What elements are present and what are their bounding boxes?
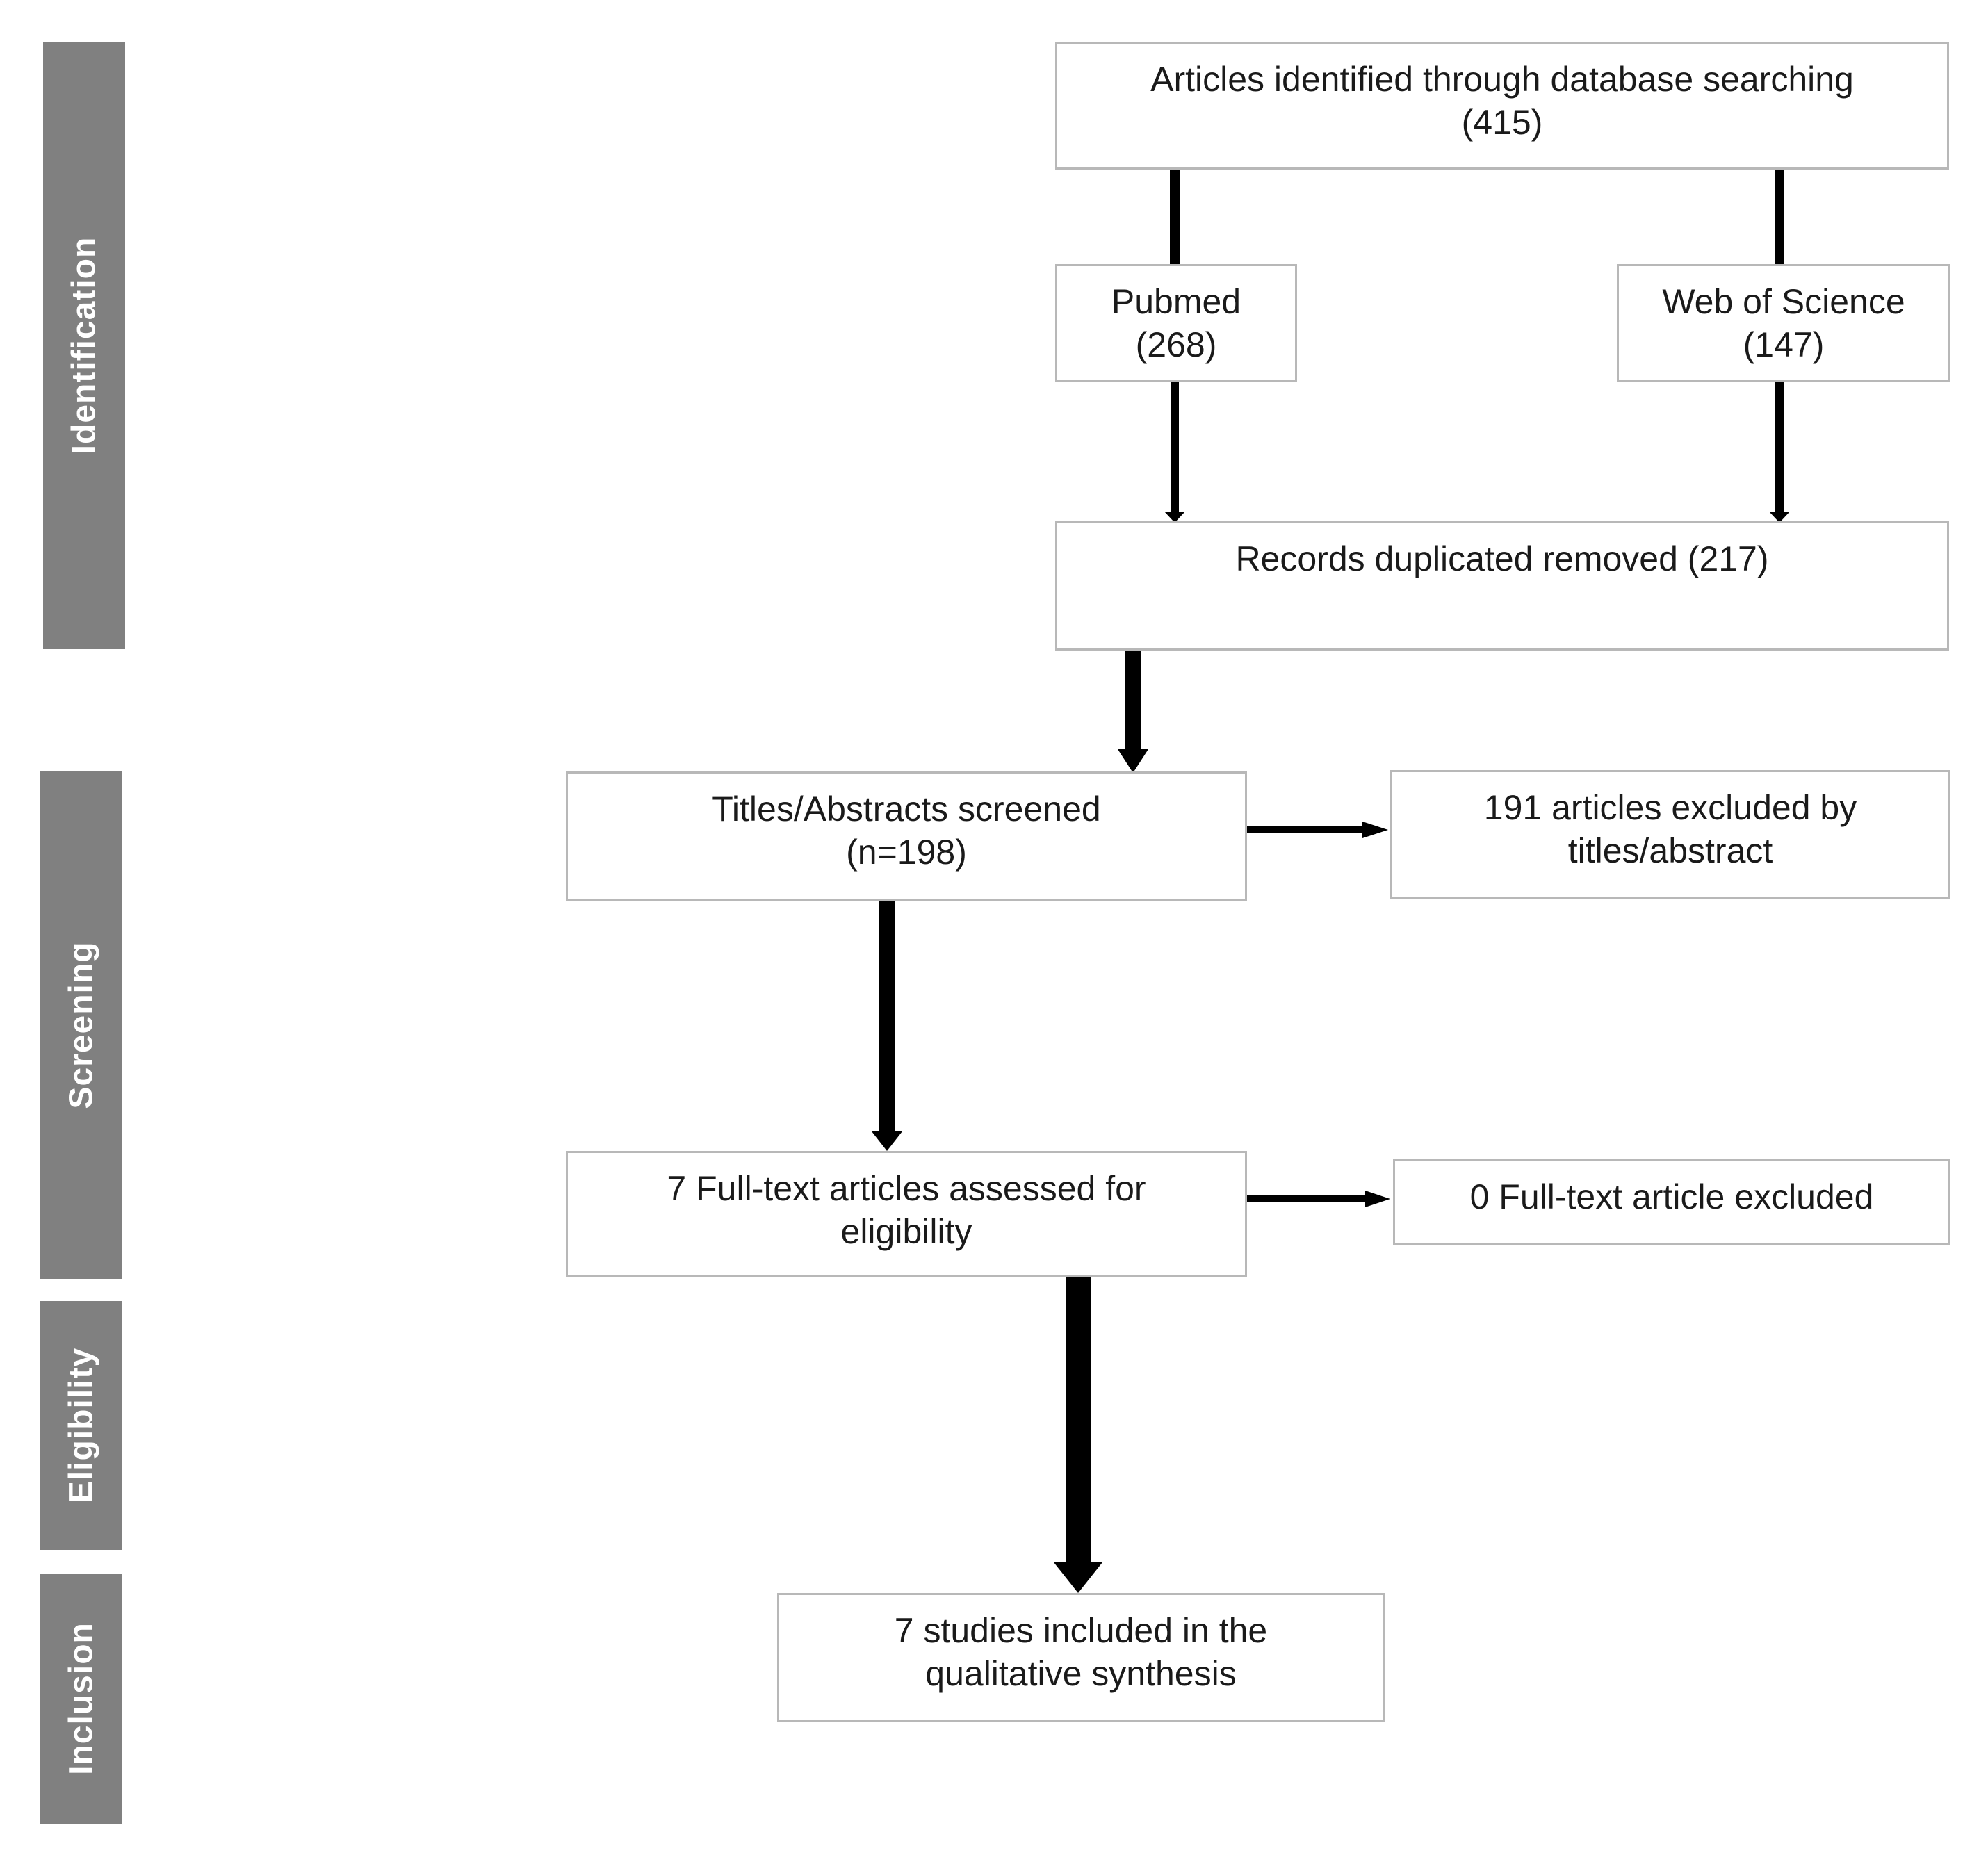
articles-identified-count: (415)	[1461, 103, 1543, 142]
included-line1: 7 studies included in the	[894, 1611, 1268, 1650]
screened-text: Titles/Abstracts screened	[712, 790, 1101, 828]
screened-count: (n=198)	[846, 833, 967, 872]
fulltext-assessed-line2: eligibility	[840, 1212, 972, 1251]
arrow-fulltext-excluded-head	[1365, 1191, 1390, 1207]
arrow-fulltext-included-shaft	[1066, 1275, 1091, 1565]
excluded-titles-line1: 191 articles excluded by	[1483, 788, 1857, 827]
box-studies-included: 7 studies included in the qualitative sy…	[777, 1593, 1385, 1722]
stage-eligibility-label: Eligibility	[63, 1347, 100, 1504]
fulltext-excluded-text: 0 Full-text article excluded	[1469, 1177, 1874, 1216]
web-of-science-label: Web of Science	[1662, 282, 1905, 321]
arrow-screened-excluded-shaft	[1246, 826, 1364, 833]
stage-inclusion: Inclusion	[40, 1574, 122, 1824]
pubmed-label: Pubmed	[1111, 282, 1241, 321]
stage-screening-label: Screening	[63, 941, 100, 1109]
box-titles-abstracts-screened: Titles/Abstracts screened (n=198)	[566, 771, 1247, 901]
arrow-fulltext-excluded-shaft	[1246, 1195, 1367, 1202]
fulltext-assessed-line1: 7 Full-text articles assessed for	[667, 1169, 1146, 1208]
stage-identification-label: Identification	[65, 236, 103, 455]
pubmed-count: (268)	[1135, 325, 1217, 364]
arrow-pubmed-duplicates-shaft	[1171, 380, 1179, 514]
box-pubmed: Pubmed (268)	[1055, 264, 1297, 382]
arrow-fulltext-included-head	[1054, 1562, 1102, 1593]
arrow-screened-excluded-head	[1362, 822, 1388, 838]
arrow-wos-duplicates-shaft	[1775, 380, 1784, 514]
arrow-duplicates-screened-shaft	[1125, 648, 1141, 752]
arrow-screened-fulltext-head	[872, 1131, 902, 1151]
stage-inclusion-label: Inclusion	[63, 1622, 100, 1775]
connector-articles-pubmed	[1170, 168, 1180, 265]
web-of-science-count: (147)	[1743, 325, 1825, 364]
box-fulltext-excluded: 0 Full-text article excluded	[1393, 1159, 1950, 1245]
box-web-of-science: Web of Science (147)	[1617, 264, 1950, 382]
stage-eligibility: Eligibility	[40, 1301, 122, 1550]
connector-articles-wos	[1775, 168, 1784, 265]
excluded-titles-line2: titles/abstract	[1567, 831, 1773, 870]
box-articles-identified: Articles identified through database sea…	[1055, 42, 1949, 170]
stage-screening: Screening	[40, 771, 122, 1279]
box-duplicates-removed: Records duplicated removed (217)	[1055, 521, 1949, 651]
arrow-duplicates-screened-head	[1118, 749, 1148, 773]
stage-identification: Identification	[43, 42, 125, 649]
included-line2: qualitative synthesis	[925, 1654, 1237, 1693]
box-excluded-by-titles: 191 articles excluded by titles/abstract	[1390, 770, 1950, 899]
arrow-screened-fulltext-shaft	[879, 898, 895, 1134]
box-fulltext-assessed: 7 Full-text articles assessed for eligib…	[566, 1151, 1247, 1277]
articles-identified-text: Articles identified through database sea…	[1150, 60, 1854, 99]
duplicates-removed-text: Records duplicated removed (217)	[1235, 539, 1769, 578]
